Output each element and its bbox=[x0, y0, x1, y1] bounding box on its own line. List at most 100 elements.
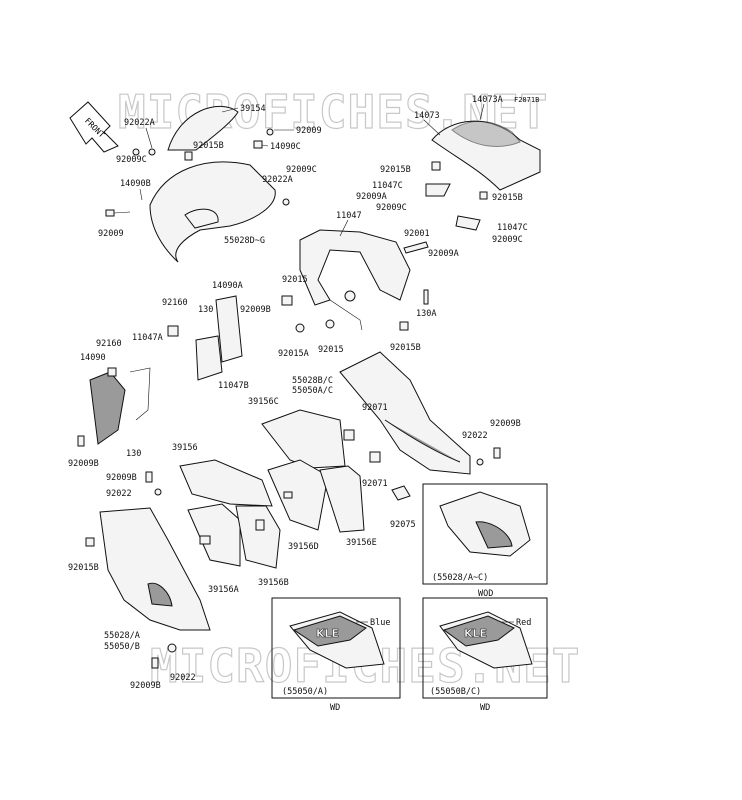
inset-red-note: WD bbox=[480, 703, 490, 713]
label-92075: 92075 bbox=[390, 520, 416, 530]
screw-92009-left bbox=[105, 209, 115, 217]
label-39156a: 39156A bbox=[208, 585, 239, 595]
inset-wod-note: WOD bbox=[478, 589, 493, 599]
cowl-stay-frame bbox=[299, 229, 411, 331]
label-92022-3: 92022 bbox=[170, 673, 196, 683]
grommet-92160-2 bbox=[107, 367, 117, 377]
label-92015b-5: 92015B bbox=[68, 563, 99, 573]
label-39156e: 39156E bbox=[346, 538, 377, 548]
label-55028: 55028/A bbox=[104, 631, 140, 641]
label-92022-1: 92022 bbox=[462, 431, 488, 441]
front-arrow-icon: FRONT bbox=[69, 101, 119, 153]
label-14090a: 14090A bbox=[212, 281, 243, 291]
label-55028b: 55028B/C bbox=[292, 376, 333, 386]
label-92009b-1: 92009B bbox=[240, 305, 271, 315]
label-92009b-3: 92009B bbox=[490, 419, 521, 429]
nut-92015b-2 bbox=[431, 161, 441, 171]
label-92009c-4: 92009C bbox=[492, 235, 523, 245]
washer-92022-2 bbox=[154, 488, 162, 496]
bracket-11047c-2 bbox=[455, 215, 481, 231]
label-92009a-2: 92009A bbox=[356, 192, 387, 202]
label-92009b-4: 92009B bbox=[106, 473, 137, 483]
label-92015b-2: 92015B bbox=[380, 165, 411, 175]
label-92071-1: 92071 bbox=[362, 403, 388, 413]
grommet-92160 bbox=[167, 325, 179, 337]
label-130-2: 130 bbox=[126, 449, 141, 459]
screw-92009c bbox=[132, 148, 140, 156]
bolt-92001 bbox=[403, 241, 429, 254]
kle-logo-red: KLE bbox=[464, 627, 487, 640]
label-55028d: 55028D~G bbox=[224, 236, 265, 246]
washer-92022a-2 bbox=[282, 198, 290, 206]
label-11047: 11047 bbox=[336, 211, 362, 221]
label-39156c: 39156C bbox=[248, 397, 279, 407]
nut-92015b-5 bbox=[85, 537, 95, 547]
label-92022-2: 92022 bbox=[106, 489, 132, 499]
kle-logo-blue: KLE bbox=[316, 627, 339, 640]
inset-blue-note: WD bbox=[330, 703, 340, 713]
inner-panel-39156e bbox=[319, 465, 365, 533]
inset-blue: KLE Blue (55050/A) bbox=[271, 597, 401, 699]
label-92015-2: 92015 bbox=[318, 345, 344, 355]
screw-92009b-4 bbox=[145, 471, 153, 483]
bolt-130a bbox=[423, 289, 429, 305]
bracket-14090 bbox=[89, 367, 151, 445]
screw-92009b-5 bbox=[151, 657, 159, 669]
label-14090: 14090 bbox=[80, 353, 106, 363]
upper-cowl bbox=[149, 161, 276, 263]
label-92160-2: 92160 bbox=[96, 339, 122, 349]
label-11047c-2: 11047C bbox=[497, 223, 528, 233]
label-39156b: 39156B bbox=[258, 578, 289, 588]
nut-92015a bbox=[295, 323, 305, 333]
label-55050: 55050/B bbox=[104, 642, 140, 652]
label-92009-top: 92009 bbox=[296, 126, 322, 136]
inset-blue-color: Blue bbox=[370, 618, 390, 628]
bracket-11047c bbox=[425, 183, 451, 197]
bolt-92009 bbox=[266, 128, 274, 136]
label-92001: 92001 bbox=[404, 229, 430, 239]
label-92009c-1: 92009C bbox=[116, 155, 147, 165]
washer-92022-3 bbox=[167, 643, 177, 653]
screw-92009b-3 bbox=[493, 447, 501, 459]
nut-14090c bbox=[253, 140, 263, 149]
label-92015a: 92015A bbox=[278, 349, 309, 359]
washer-92022a bbox=[148, 148, 156, 156]
nut-92015-2 bbox=[325, 319, 335, 329]
side-cowl-right bbox=[339, 351, 471, 475]
label-92009-left: 92009 bbox=[98, 229, 124, 239]
label-39156: 39156 bbox=[172, 443, 198, 453]
nut-92015b bbox=[184, 151, 193, 161]
label-92015-1: 92015 bbox=[282, 275, 308, 285]
label-92015b-top: 92015B bbox=[193, 141, 224, 151]
label-92009b-5: 92009B bbox=[130, 681, 161, 691]
nut-92015b-4 bbox=[399, 321, 409, 331]
label-92009c-3: 92009C bbox=[376, 203, 407, 213]
label-11047b: 11047B bbox=[218, 381, 249, 391]
label-11047c-1: 11047C bbox=[372, 181, 403, 191]
label-130a: 130A bbox=[416, 309, 436, 319]
washer-92022-1 bbox=[476, 458, 484, 466]
label-130-1: 130 bbox=[198, 305, 213, 315]
label-92015b-4: 92015B bbox=[390, 343, 421, 353]
label-39156d: 39156D bbox=[288, 542, 319, 552]
grommet-92071-2 bbox=[369, 451, 381, 463]
inner-panel-39156c bbox=[261, 409, 346, 469]
label-92022a-2: 92022A bbox=[262, 175, 293, 185]
label-92009a-3: 92009A bbox=[428, 249, 459, 259]
inset-wod-caption: (55028/A~C) bbox=[432, 573, 488, 583]
label-11047a: 11047A bbox=[132, 333, 163, 343]
label-92009b-2: 92009B bbox=[68, 459, 99, 469]
inset-red-caption: (55050B/C) bbox=[430, 687, 481, 697]
grommet-92071 bbox=[343, 429, 355, 441]
clip-92075 bbox=[391, 485, 411, 501]
side-cowl-left bbox=[99, 507, 211, 631]
inset-red-color: Red bbox=[516, 618, 531, 628]
inner-panel-39156 bbox=[179, 459, 273, 507]
inset-blue-caption: (55050/A) bbox=[282, 687, 328, 697]
bracket-14090a bbox=[195, 295, 243, 381]
inner-panel-39156a bbox=[187, 503, 241, 567]
nut-92015 bbox=[281, 295, 293, 306]
inner-panel-39156b bbox=[235, 505, 281, 569]
label-92015b-3: 92015B bbox=[492, 193, 523, 203]
